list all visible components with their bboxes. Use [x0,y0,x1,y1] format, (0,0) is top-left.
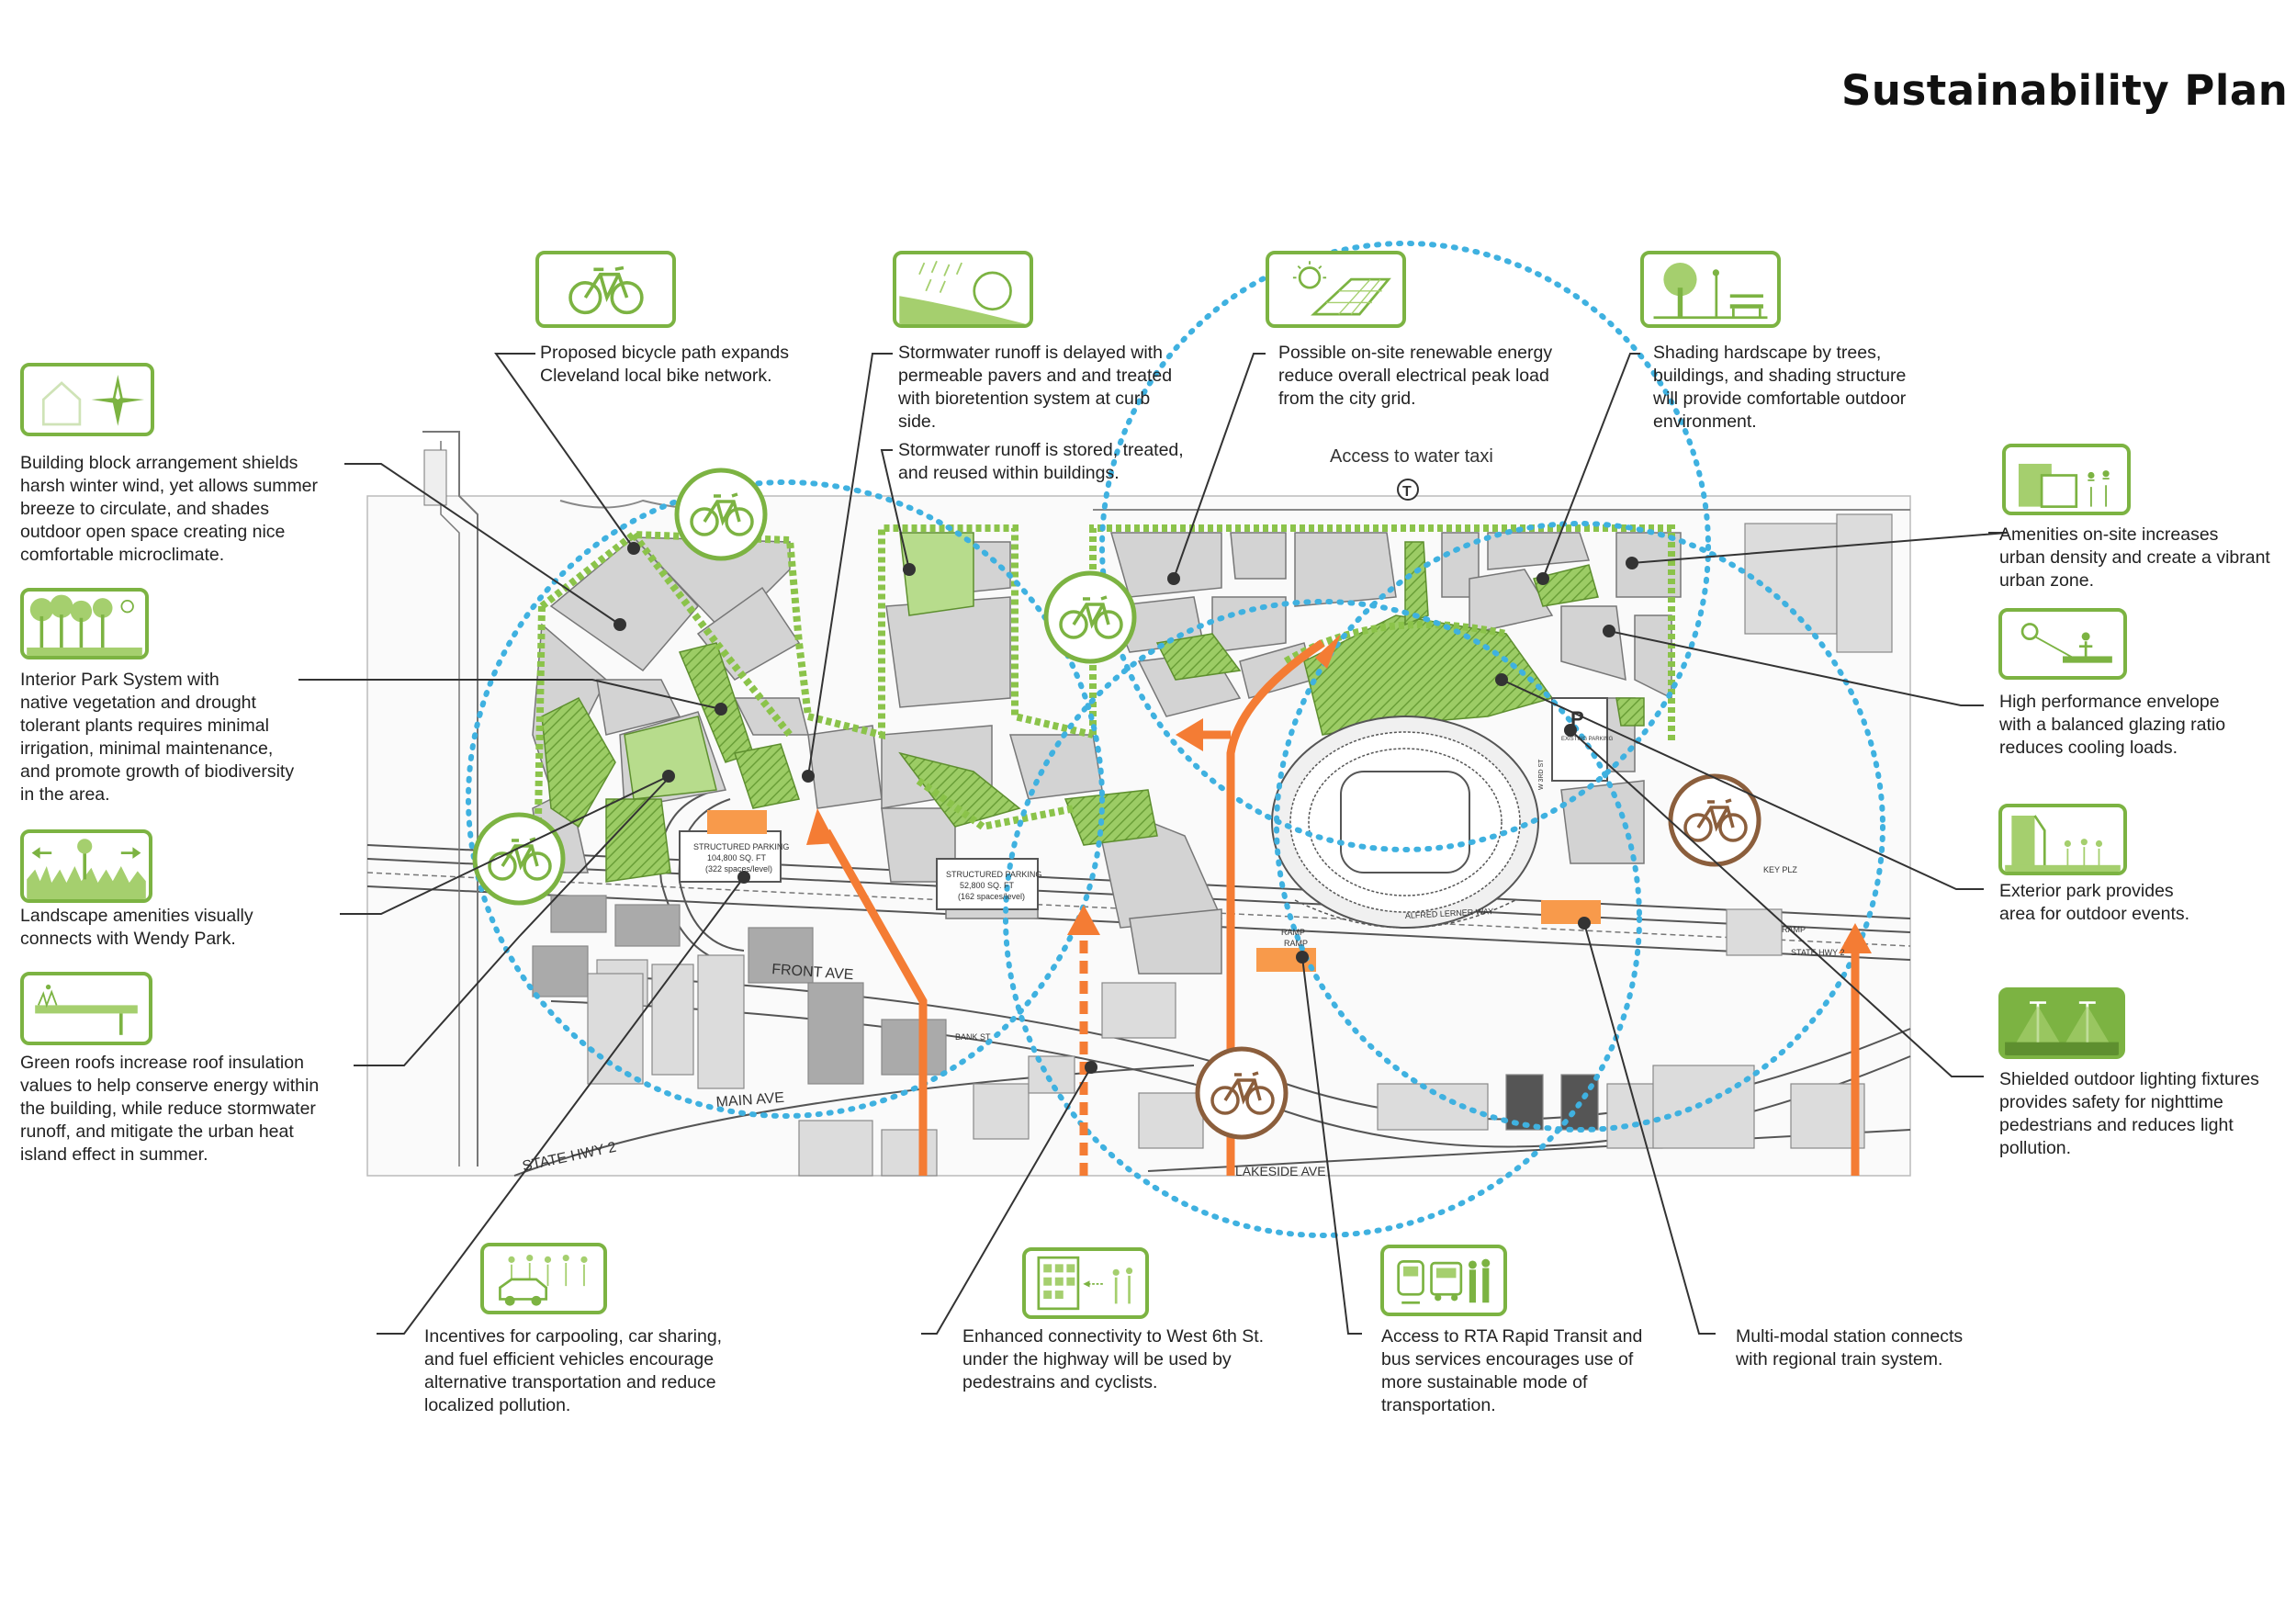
orange-arrows [823,639,1860,1176]
water-taxi-label: Access to water taxi [1330,446,1493,467]
parking-1-spaces: (322 spaces/level) [705,864,772,873]
renewable-note: Possible on-site renewable energy reduce… [1278,343,1553,409]
parking-1-area: 104,800 SQ. FT [707,853,767,862]
green-roof-icon [20,972,152,1045]
map-labels: Access to water taxi T STRUCTURED PARKIN… [521,446,1844,1178]
main-ave-label: MAIN AVE [715,1090,784,1110]
orange-markers [707,810,1601,972]
interior-park-note: Interior Park System with native vegetat… [20,670,295,805]
bicycle-icon [1195,1046,1289,1140]
exterior-park-note: Exterior park provides area for outdoor … [1999,881,2190,924]
bicycle-icon [674,468,768,561]
light-fixture-icon [1998,987,2125,1059]
rain-tree-icon [893,251,1033,328]
tree-lamp-bench-icon [1640,251,1781,328]
lighting-note: Shielded outdoor lighting fixtures provi… [1999,1069,2259,1158]
leader-dots [613,542,1638,1074]
park-people-icon [1998,804,2127,875]
service-radius-circles [466,241,1885,1238]
bicycle-icon [472,812,566,906]
ramp-1-label: RAMP [1281,928,1305,937]
forest-icon [20,588,149,659]
solar-panel-icon [1266,251,1406,328]
city-blocks [532,513,1893,1177]
green-parks [541,532,1645,883]
parking-2-area: 52,800 SQ. FT [960,881,1015,890]
key-plz-label: KEY PLZ [1763,865,1797,874]
bicycle-icon [535,251,676,328]
amenities-note: Amenities on-site increases urban densit… [1999,524,2270,591]
rta-note: Access to RTA Rapid Transit and bus serv… [1381,1326,1643,1415]
carpool-note: Incentives for carpooling, car sharing, … [424,1326,723,1415]
train-bus-icon [1380,1245,1507,1316]
connectivity-note: Enhanced connectivity to West 6th St. un… [962,1326,1265,1392]
grass-arrows-icon [20,829,152,903]
lakeside-label: LAKESIDE AVE [1235,1164,1326,1178]
parking-2-label: STRUCTURED PARKING [946,870,1041,879]
ramp-2-label: RAMP [1284,939,1308,948]
landscape-note: Landscape amenities visually connects wi… [20,906,253,949]
w3rd-label: W 3RD ST [1538,759,1545,790]
house-compass-icon [20,363,154,436]
bicycle-icon [1043,570,1137,664]
state-hwy-east-label: STATE HWY 2 [1791,948,1845,957]
ramp-3-label: RAMP [1782,925,1806,934]
multimodal-note: Multi-modal station connects with region… [1736,1326,1964,1369]
green-roofs-note: Green roofs increase roof insulation val… [20,1053,320,1165]
page-title: Sustainability Plan [1841,66,2289,115]
tunnel-pedestrian-icon [1022,1247,1149,1319]
car-sharing-icon [480,1243,607,1314]
buildings-people-icon [2002,444,2131,515]
existing-parking-label: EXISTING PARKING [1561,737,1614,742]
stormwater-delay-note: Stormwater runoff is delayed with permea… [898,343,1173,432]
sun-window-icon [1998,608,2127,680]
stadium [1271,716,1539,929]
stormwater-store-note: Stormwater runoff is stored, treated, an… [898,440,1184,483]
front-ave-label: FRONT AVE [771,962,854,983]
transit-symbol: T [1402,484,1412,500]
parking-1-label: STRUCTURED PARKING [693,842,789,851]
orange-arrowheads [806,634,1872,953]
map-bike-icons [472,468,1761,1140]
bank-st-label: BANK ST [955,1032,991,1042]
bike-path-note: Proposed bicycle path expands Cleveland … [540,343,790,386]
bicycle-icon [1668,773,1761,867]
leader-lines [298,353,2008,1335]
building-block-note: Building block arrangement shields harsh… [20,453,319,565]
shading-note: Shading hardscape by trees, buildings, a… [1653,343,1907,432]
envelope-note: High performance envelope with a balance… [1999,692,2226,758]
parking-2-spaces: (162 spaces/level) [958,892,1025,901]
